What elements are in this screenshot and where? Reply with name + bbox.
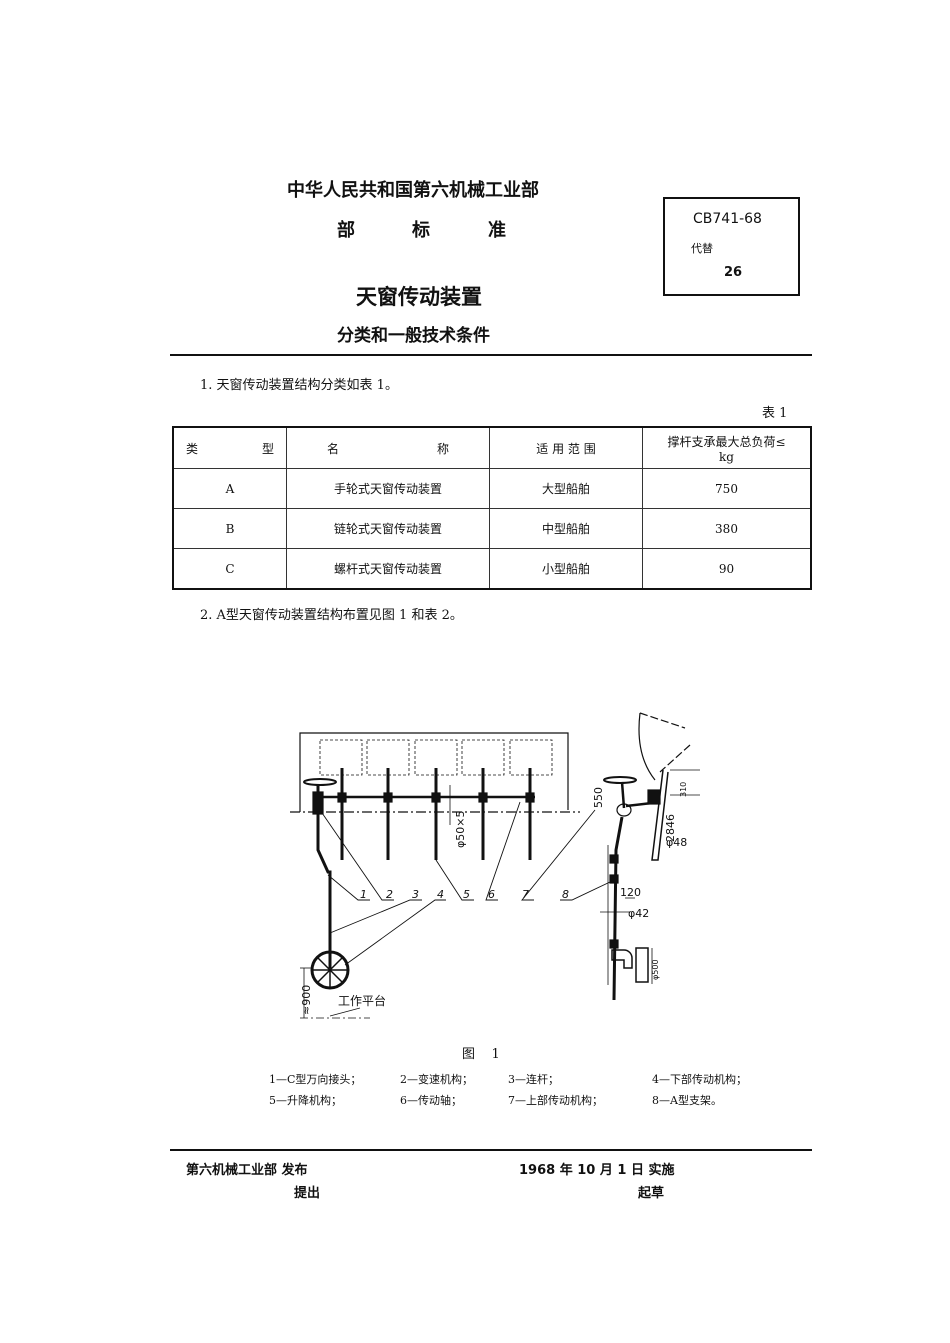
cell-scope: 中型船舶 bbox=[489, 508, 643, 549]
upper-bracket bbox=[647, 789, 661, 805]
table-row: A 手轮式天窗传动装置 大型船舶 750 bbox=[172, 468, 812, 509]
legend-item-6: 6—传动轴； bbox=[400, 1094, 462, 1107]
footer-proposer: 提出 bbox=[294, 1186, 321, 1201]
part-label-4: 4 bbox=[437, 888, 444, 901]
legend-item-2: 2—变速机构； bbox=[400, 1073, 473, 1086]
dim-shaft: φ50×5 bbox=[454, 811, 467, 848]
support-strut bbox=[651, 769, 669, 861]
part-label-8: 8 bbox=[562, 888, 569, 901]
header-divider bbox=[170, 354, 812, 356]
part-label-7: 7 bbox=[522, 888, 529, 901]
hatch-arc bbox=[638, 712, 656, 781]
standard-type-3: 准 bbox=[488, 220, 506, 241]
skylight-frame bbox=[299, 732, 569, 812]
cell-name: 手轮式天窗传动装置 bbox=[286, 468, 490, 509]
cell-scope: 大型船舶 bbox=[489, 468, 643, 509]
part-label-1: 1 bbox=[360, 888, 367, 901]
document-title: 天窗传动装置 bbox=[356, 285, 482, 309]
shaft-couplings bbox=[337, 792, 535, 803]
footer-issuer: 第六机械工业部 发布 bbox=[186, 1163, 308, 1178]
cell-type: A bbox=[172, 468, 287, 509]
table-label: 表 1 bbox=[762, 406, 788, 421]
header-type: 类型 bbox=[172, 426, 287, 469]
header-type-1: 类 bbox=[186, 441, 199, 456]
legend-item-4: 4—下部传动机构； bbox=[652, 1073, 747, 1086]
part-label-2: 2 bbox=[386, 888, 393, 901]
legend-item-8: 8—A型支架。 bbox=[652, 1094, 722, 1107]
table-row: C 螺杆式天窗传动装置 小型船舶 90 bbox=[172, 548, 812, 590]
cell-type: C bbox=[172, 548, 287, 590]
part-number-labels: 1 2 3 4 5 6 7 8 bbox=[360, 888, 569, 901]
upper-shaft bbox=[625, 801, 653, 808]
part-label-6: 6 bbox=[488, 888, 495, 901]
dim-phi48: φ48 bbox=[666, 836, 687, 849]
cell-load: 380 bbox=[642, 508, 812, 549]
replace-value: 26 bbox=[724, 265, 743, 280]
cell-load: 750 bbox=[642, 468, 812, 509]
ministry-heading: 中华人民共和国第六机械工业部 bbox=[287, 180, 539, 201]
legend-item-7: 7—上部传动机构； bbox=[508, 1094, 603, 1107]
cell-name: 链轮式天窗传动装置 bbox=[286, 508, 490, 549]
section-1-text: 1. 天窗传动装置结构分类如表 1。 bbox=[200, 378, 398, 393]
leader-lines bbox=[319, 801, 611, 966]
standard-type-2: 标 bbox=[412, 220, 430, 241]
platform-label: 工作平台 bbox=[338, 993, 386, 1008]
gear-box bbox=[312, 791, 324, 815]
replace-label: 代替 bbox=[691, 242, 713, 255]
lower-wheel-side bbox=[635, 947, 649, 983]
header-name-2: 称 bbox=[436, 441, 449, 456]
legend-item-3: 3—连杆； bbox=[508, 1073, 559, 1086]
table-header-row: 类型 名称 适 用 范 围 撑杆支承最大总负荷≤kg bbox=[172, 426, 812, 469]
cell-type: B bbox=[172, 508, 287, 549]
universal-joint bbox=[616, 803, 632, 817]
figure-caption: 图 1 bbox=[462, 1047, 500, 1062]
dim-310: 310 bbox=[679, 782, 688, 797]
header-name-1: 名 bbox=[327, 441, 340, 456]
cell-load: 90 bbox=[642, 548, 812, 590]
figure-1-drawing: 1 2 3 4 5 6 7 8 550 φ50×5 310 2846 φ48 1… bbox=[290, 712, 700, 1019]
lower-column bbox=[316, 785, 332, 968]
cell-scope: 小型船舶 bbox=[489, 548, 643, 590]
header-type-2: 型 bbox=[261, 441, 274, 456]
handwheel-spokes bbox=[312, 952, 348, 988]
upper-handwheel-right-icon bbox=[603, 776, 637, 784]
footer-effective-date: 1968 年 10 月 1 日 实施 bbox=[519, 1163, 675, 1178]
dim-120: 120 bbox=[620, 886, 641, 899]
upper-handwheel-icon bbox=[303, 778, 337, 786]
standard-type-1: 部 bbox=[337, 220, 355, 241]
footer-divider bbox=[170, 1149, 812, 1151]
dim-phi42: φ42 bbox=[628, 907, 649, 920]
legend-item-5: 5—升降机构； bbox=[269, 1094, 342, 1107]
hatch-line bbox=[639, 712, 686, 729]
dimension-labels: 550 φ50×5 310 2846 φ48 120 φ42 φ500 ≈900… bbox=[300, 782, 688, 1015]
header-name: 名称 bbox=[286, 426, 490, 469]
footer-drafter: 起草 bbox=[638, 1186, 665, 1201]
table-row: B 链轮式天窗传动装置 中型船舶 380 bbox=[172, 508, 812, 549]
dim-900: ≈900 bbox=[300, 985, 313, 1015]
hatch-line-2 bbox=[659, 744, 691, 773]
header-load-text: 撑杆支承最大总负荷≤ bbox=[667, 434, 786, 449]
header-load: 撑杆支承最大总负荷≤kg bbox=[642, 426, 812, 469]
dim-550: 550 bbox=[592, 787, 605, 808]
right-column bbox=[612, 816, 624, 1001]
legend-item-1: 1—C型万向接头； bbox=[269, 1073, 362, 1086]
document-subtitle: 分类和一般技术条件 bbox=[337, 326, 490, 346]
header-load-unit: kg bbox=[719, 449, 734, 464]
part-label-3: 3 bbox=[412, 888, 419, 901]
dim-2846: 2846 bbox=[664, 814, 677, 842]
cell-name: 螺杆式天窗传动装置 bbox=[286, 548, 490, 590]
standard-code: CB741-68 bbox=[693, 211, 762, 227]
standard-code-box: CB741-68 代替 26 bbox=[663, 197, 800, 296]
part-label-5: 5 bbox=[463, 888, 470, 901]
dim-phi500: φ500 bbox=[651, 959, 660, 980]
header-scope: 适 用 范 围 bbox=[489, 426, 643, 469]
section-2-text: 2. A型天窗传动装置结构布置见图 1 和表 2。 bbox=[200, 608, 463, 623]
lower-gearbox bbox=[611, 949, 633, 969]
lifting-rods bbox=[340, 768, 532, 860]
classification-table: 类型 名称 适 用 范 围 撑杆支承最大总负荷≤kg A 手轮式天窗传动装置 大… bbox=[172, 426, 812, 590]
